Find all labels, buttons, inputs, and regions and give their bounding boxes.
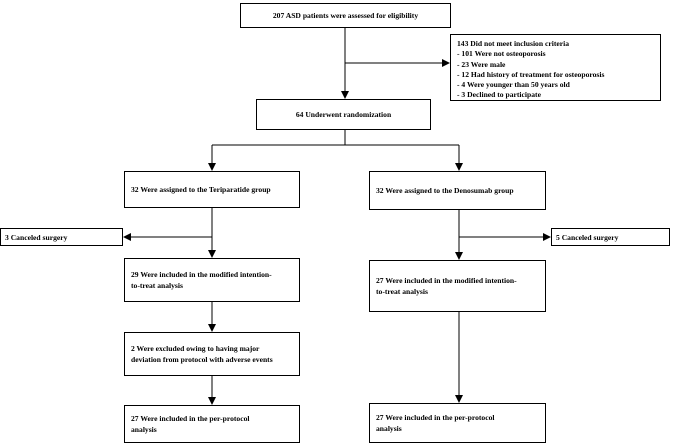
randomization-text: 64 Underwent randomization [295,110,392,119]
denosumab-mitt-line: 27 Were included in the modified intenti… [376,276,517,285]
teriparatide-mitt-line: 29 Were included in the modified intenti… [131,270,272,279]
denosumab-assigned-text: 32 Were assigned to the Denosumab group [376,186,514,195]
randomization-box: 64 Underwent randomization [256,99,431,130]
denosumab-pp-line: 27 Were included in the per-protocol [376,413,495,422]
teriparatide-pp-line: analysis [131,425,157,434]
assessed-box: 207 ASD patients were assessed for eligi… [240,3,451,28]
excluded-reason: - 12 Had history of treatment for osteop… [457,69,605,79]
assessed-text: 207 ASD patients were assessed for eligi… [272,11,419,20]
teriparatide-mitt-box: 29 Were included in the modified intenti… [124,258,300,302]
teriparatide-pp-box: 27 Were included in the per-protocol ana… [124,405,300,443]
teriparatide-assigned-text: 32 Were assigned to the Teriparatide gro… [131,185,271,194]
excluded-reason: - 4 Were younger than 50 years old [457,80,570,90]
teriparatide-pp-line: 27 Were included in the per-protocol [131,414,250,423]
excluded-reason: - 3 Declined to participate [457,90,541,100]
excluded-reason: - 23 Were male [457,59,506,69]
teriparatide-assigned-box: 32 Were assigned to the Teriparatide gro… [124,171,300,208]
teriparatide-canceled-box: 3 Canceled surgery [0,228,123,246]
excluded-reason: - 101 Were not osteoporosis [457,49,546,59]
denosumab-mitt-line: to-treat analysis [376,287,428,296]
denosumab-canceled-box: 5 Canceled surgery [551,228,670,246]
teriparatide-excluded-box: 2 Were excluded owing to having major de… [124,332,300,376]
teriparatide-excluded-line: deviation from protocol with adverse eve… [131,355,273,364]
teriparatide-excluded-line: 2 Were excluded owing to having major [131,344,260,353]
denosumab-pp-box: 27 Were included in the per-protocol ana… [369,403,546,443]
denosumab-mitt-box: 27 Were included in the modified intenti… [369,260,546,312]
excluded-box: 143 Did not meet inclusion criteria - 10… [450,34,661,101]
denosumab-canceled-text: 5 Canceled surgery [556,232,619,242]
teriparatide-mitt-line: to-treat analysis [131,281,183,290]
excluded-title: 143 Did not meet inclusion criteria [457,39,569,48]
teriparatide-canceled-text: 3 Canceled surgery [5,232,68,242]
denosumab-assigned-box: 32 Were assigned to the Denosumab group [369,171,546,210]
denosumab-pp-line: analysis [376,424,402,433]
